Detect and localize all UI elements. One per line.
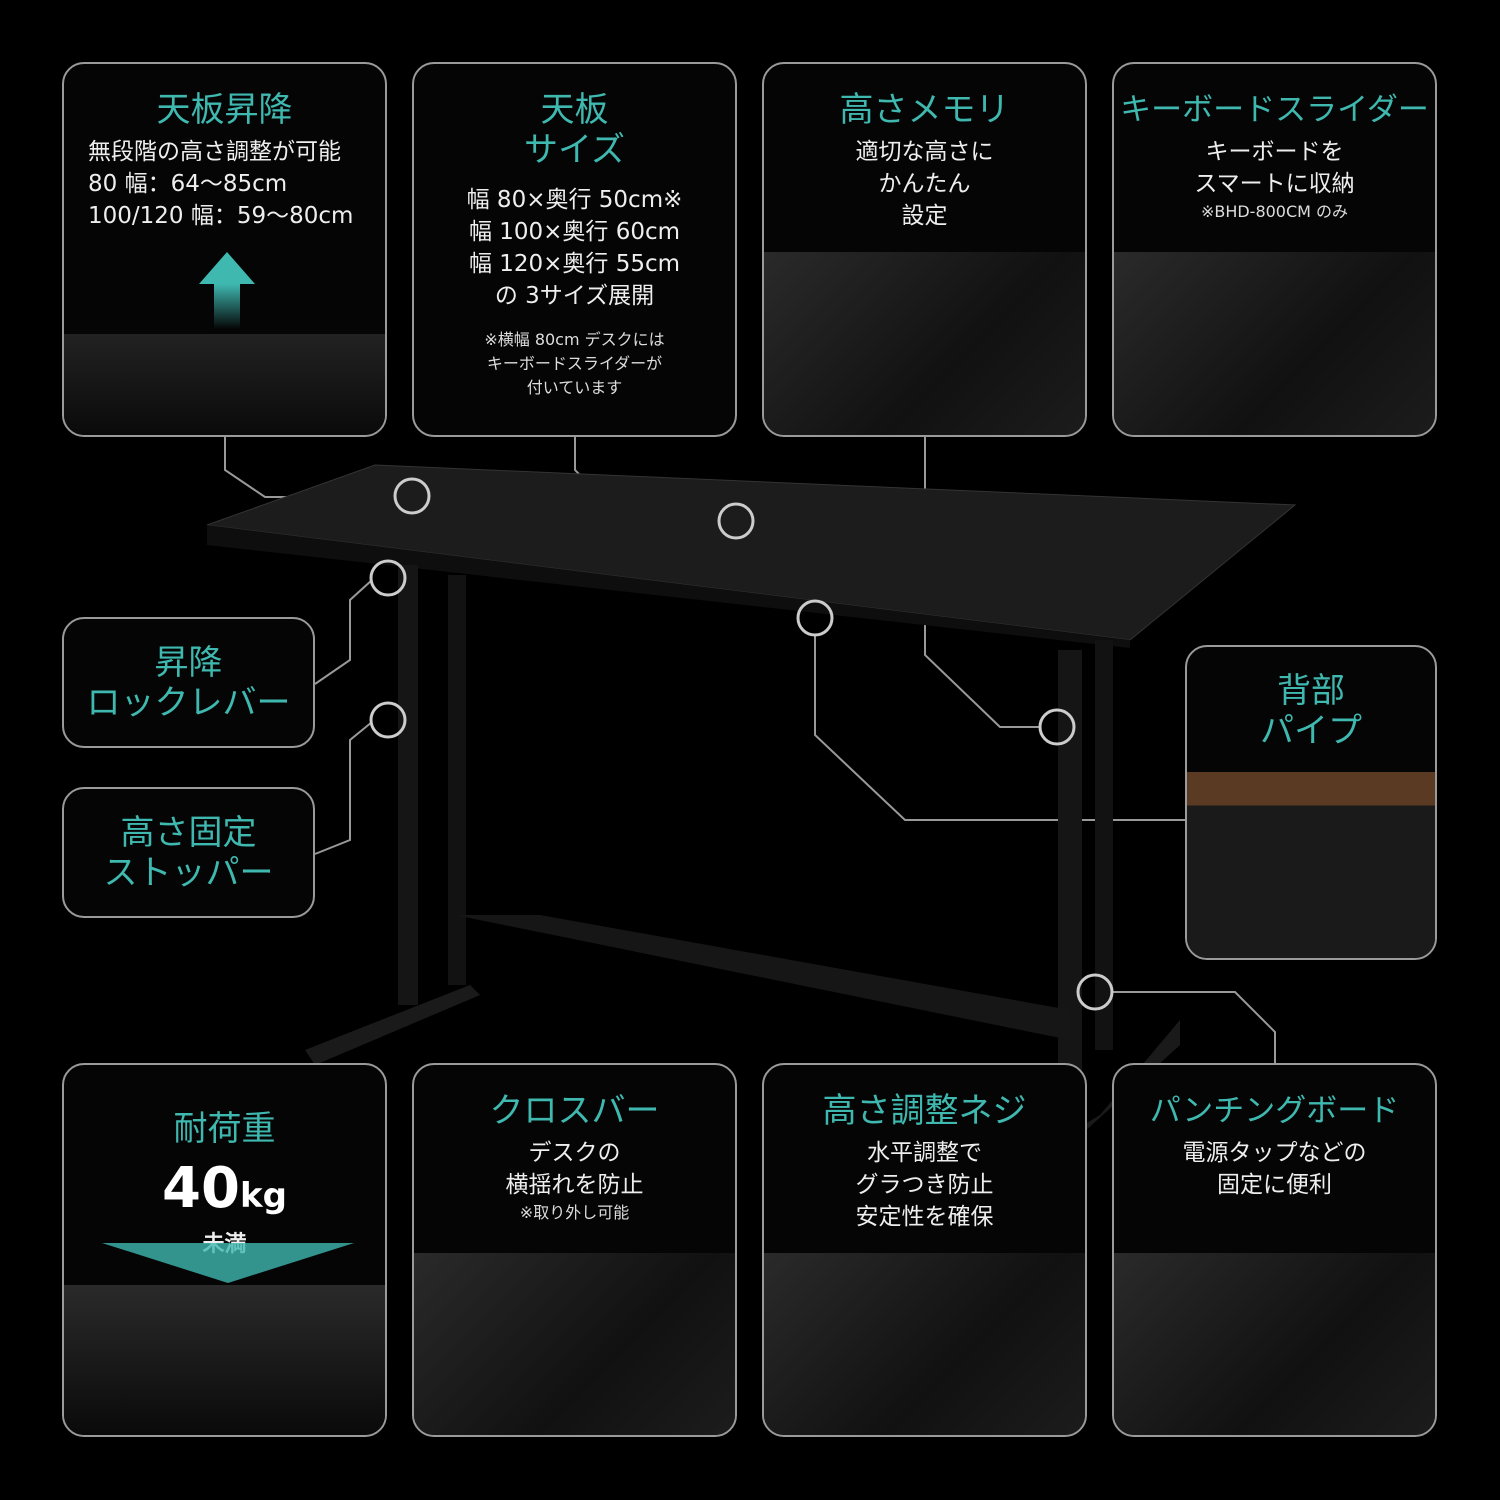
- arrow-up-icon: [199, 252, 255, 284]
- card-body: 幅 80×奥行 50cm※ 幅 100×奥行 60cm 幅 120×奥行 55c…: [466, 187, 683, 309]
- card-keyboard-slider: キーボードスライダー キーボードを スマートに収納 ※BHD-800CM のみ: [1112, 62, 1437, 437]
- card-title: 背部 パイプ: [1260, 671, 1362, 751]
- card-adjuster: 高さ調整ネジ 水平調整で グラつき防止 安定性を確保: [762, 1063, 1087, 1437]
- card-body: 水平調整で グラつき防止 安定性を確保: [855, 1140, 994, 1230]
- card-body: キーボードを スマートに収納: [1194, 139, 1355, 197]
- card-title: 天板昇降: [156, 90, 293, 130]
- card-height-stopper: 高さ固定 ストッパー: [62, 787, 315, 918]
- card-body: デスクの 横揺れを防止: [505, 1140, 644, 1198]
- card-title: 高さ固定 ストッパー: [103, 812, 274, 893]
- card-crossbar: クロスバー デスクの 横揺れを防止 ※取り外し可能: [412, 1063, 737, 1437]
- punching-board-photo: [1114, 1253, 1435, 1435]
- arrow-down-icon: [102, 1243, 354, 1283]
- arrow-up-stem: [214, 284, 240, 329]
- card-note: ※取り外し可能: [519, 1203, 630, 1222]
- keyboard-slider-photo: [1114, 252, 1435, 435]
- card-tabletop-size: 天板 サイズ 幅 80×奥行 50cm※ 幅 100×奥行 60cm 幅 120…: [412, 62, 737, 437]
- card-back-pipe: 背部 パイプ: [1185, 645, 1437, 960]
- callout-markers: [369, 477, 1114, 1011]
- load-unit: kg: [239, 1176, 287, 1216]
- card-tabletop-lift: 天板昇降 無段階の高さ調整が可能 80 幅：64～85cm 100/120 幅：…: [62, 62, 387, 437]
- load-value: 40: [162, 1156, 240, 1221]
- card-title: 高さメモリ: [839, 90, 1010, 130]
- card-title: クロスバー: [489, 1091, 660, 1131]
- card-title: パンチングボード: [1149, 1093, 1400, 1129]
- card-note: ※BHD-800CM のみ: [1200, 202, 1349, 221]
- card-body: 無段階の高さ調整が可能 80 幅：64～85cm 100/120 幅：59～80…: [88, 139, 354, 229]
- back-pipe-photo: [1187, 772, 1435, 958]
- card-load-capacity: 耐荷重 40kg 未満: [62, 1063, 387, 1437]
- card-note: ※横幅 80cm デスクには キーボードスライダーが 付いています: [484, 330, 665, 397]
- load-desk-photo: [64, 1285, 385, 1435]
- card-title: 天板 サイズ: [524, 90, 625, 170]
- card-punching-board: パンチングボード 電源タップなどの 固定に便利: [1112, 1063, 1437, 1437]
- card-title: 昇降 ロックレバー: [86, 642, 291, 723]
- card-body: 適切な高さに かんたん 設定: [855, 139, 994, 229]
- height-scale-photo: [764, 252, 1085, 435]
- card-title: 耐荷重: [173, 1109, 276, 1149]
- card-title: 高さ調整ネジ: [822, 1091, 1027, 1131]
- card-lock-lever: 昇降 ロックレバー: [62, 617, 315, 748]
- adjuster-photo: [764, 1253, 1085, 1435]
- desk: [206, 464, 1297, 1190]
- crossbar-photo: [414, 1253, 735, 1435]
- desk-lift-photo: [64, 334, 385, 435]
- card-title: キーボードスライダー: [1120, 92, 1429, 128]
- card-body: 電源タップなどの 固定に便利: [1182, 1140, 1367, 1198]
- card-height-scale: 高さメモリ 適切な高さに かんたん 設定: [762, 62, 1087, 437]
